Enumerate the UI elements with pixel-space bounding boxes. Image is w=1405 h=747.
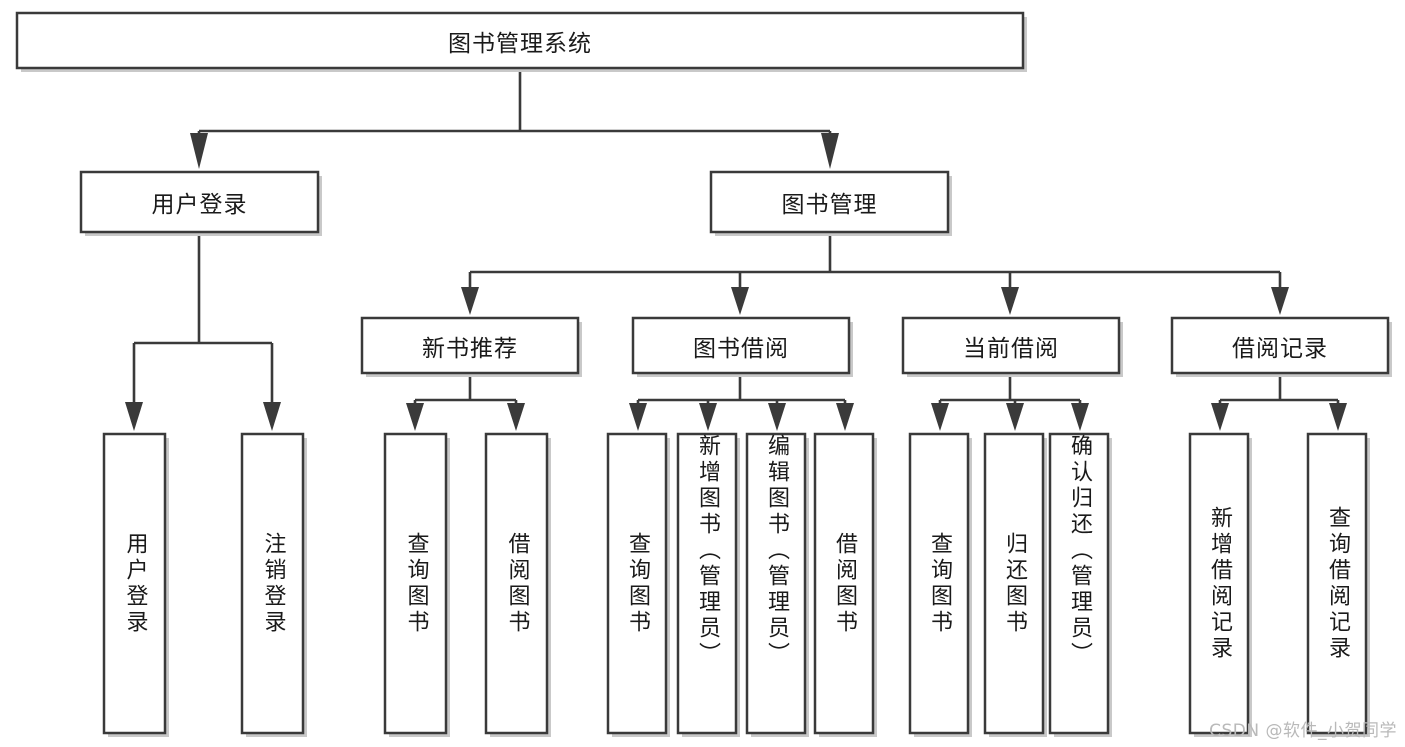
arrowhead-book-borrow (731, 287, 749, 315)
arrowhead-user-login (190, 133, 208, 169)
leaf-cb-query-box[interactable] (908, 432, 970, 735)
arrowhead-new-book-rec (461, 287, 479, 315)
leaf-bb-query-box[interactable] (606, 432, 668, 735)
arrowhead-current-borrow (1001, 287, 1019, 315)
leaf-br-query-box[interactable] (1306, 432, 1368, 735)
current-borrow-node-box[interactable] (901, 316, 1121, 375)
watermark-text: CSDN @软件_小贺同学 (1209, 721, 1397, 741)
edge-group (125, 68, 1347, 431)
root-node-box[interactable] (15, 11, 1025, 70)
arrowhead-leaf-user-login (125, 402, 143, 431)
leaf-br-add-box[interactable] (1188, 432, 1250, 735)
leaf-bb-add-box[interactable] (676, 432, 738, 735)
leaf-bb-borrow-box[interactable] (813, 432, 875, 735)
leaf-cb-confirm-box[interactable] (1048, 432, 1110, 735)
new-book-rec-node-box[interactable] (360, 316, 580, 375)
arrowhead-leaf-cb-return (1006, 403, 1024, 431)
arrowhead-leaf-nb-query (406, 403, 424, 431)
arrowhead-leaf-cb-confirm (1071, 403, 1089, 431)
arrowhead-leaf-bb-borrow (836, 403, 854, 431)
node-group (15, 11, 1392, 737)
arrowhead-borrow-record (1271, 287, 1289, 315)
arrowhead-leaf-nb-borrow (507, 403, 525, 431)
leaf-bb-edit-box[interactable] (745, 432, 807, 735)
leaf-cb-return-box[interactable] (983, 432, 1045, 735)
leaf-logout-box[interactable] (240, 432, 305, 735)
user-login-node-box[interactable] (79, 170, 320, 234)
borrow-record-node-box[interactable] (1170, 316, 1390, 375)
arrowhead-leaf-br-add (1211, 403, 1229, 431)
leaf-nb-query-box[interactable] (383, 432, 448, 735)
arrowhead-book-manage (821, 133, 839, 169)
leaf-nb-borrow-box[interactable] (484, 432, 549, 735)
arrowhead-leaf-bb-query (629, 403, 647, 431)
leaf-user-login-box[interactable] (102, 432, 167, 735)
book-manage-node-box[interactable] (709, 170, 950, 234)
arrowhead-leaf-br-query (1329, 403, 1347, 431)
arrowhead-leaf-bb-edit (768, 403, 786, 431)
arrowhead-leaf-cb-query (931, 403, 949, 431)
arrowhead-leaf-logout (263, 402, 281, 431)
book-borrow-node-box[interactable] (631, 316, 851, 375)
arrowhead-leaf-bb-add (699, 403, 717, 431)
